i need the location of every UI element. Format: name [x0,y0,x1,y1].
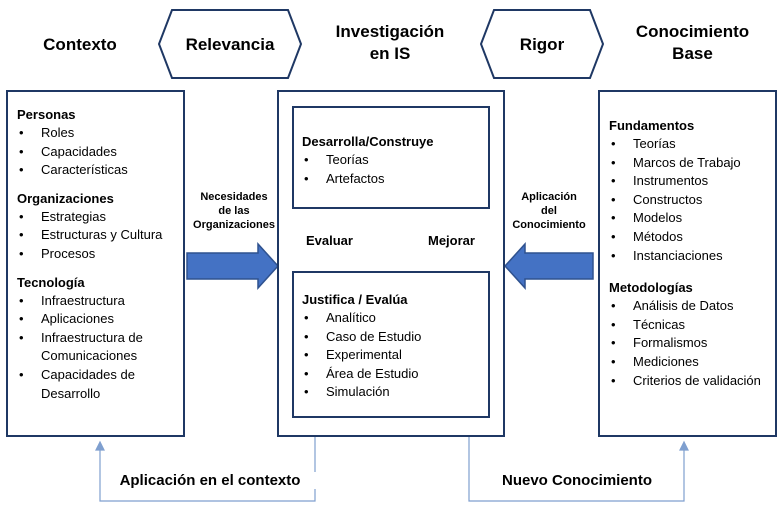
list-item: Infraestructura de Comunicaciones [17,329,175,366]
conocimiento-line2: Base [672,44,713,63]
aplicacion-conocimiento-line1: Aplicación [521,191,577,203]
list-item: Constructos [609,191,769,210]
list-item: Estructuras y Cultura [17,226,175,245]
list-item: Experimental [302,346,480,365]
conocimiento-box: Fundamentos Teorías Marcos de Trabajo In… [598,90,777,437]
evaluar-label: Evaluar [306,233,353,248]
investigacion-title: Investigación en IS [310,21,470,65]
list-item: Caso de Estudio [302,328,480,347]
contexto-title: Contexto [43,35,117,54]
list-item: Capacidades [17,143,175,162]
necesidades-line2: de las [218,205,250,217]
conocimiento-line1: Conocimiento [635,22,750,41]
rigor-hexagon [479,9,605,79]
list-item: Criterios de validación [609,372,769,391]
personas-heading: Personas [17,107,76,122]
desarrolla-list: Teorías Artefactos [302,151,480,188]
aplicacion-conocimiento-line2: del [541,205,557,217]
organizaciones-list: Estrategias Estructuras y Cultura Proces… [17,208,175,264]
list-item: Modelos [609,209,769,228]
list-item: Estrategias [17,208,175,227]
desarrolla-box: Desarrolla/Construye Teorías Artefactos [292,106,490,209]
list-item: Infraestructura [17,292,175,311]
tecnologia-list: Infraestructura Aplicaciones Infraestruc… [17,292,175,404]
tecnologia-heading: Tecnología [17,274,85,290]
list-item: Capacidades de Desarrollo [17,366,175,403]
justifica-box: Justifica / Evalúa Analítico Caso de Est… [292,271,490,418]
bottom-left-line [95,437,316,502]
list-item: Roles [17,124,175,143]
list-item: Simulación [302,383,480,402]
list-item: Analítico [302,309,480,328]
list-item: Teorías [609,135,769,154]
desarrolla-heading: Desarrolla/Construye [302,134,434,149]
conocimiento-title: Conocimiento Base [610,21,775,65]
contexto-box: Personas Roles Capacidades Característic… [6,90,185,437]
organizaciones-heading: Organizaciones [17,190,114,206]
relevancia-hexagon [157,9,303,79]
list-item: Métodos [609,228,769,247]
list-item: Formalismos [609,334,769,353]
list-item: Mediciones [609,353,769,372]
relevancia-label: Relevancia [185,35,275,54]
necesidades-line1: Necesidades [200,191,268,203]
list-item: Técnicas [609,316,769,335]
aplicacion-conocimiento-line3: Conocimiento [512,219,586,231]
list-item: Marcos de Trabajo [609,154,769,173]
fundamentos-list: Teorías Marcos de Trabajo Instrumentos C… [609,135,769,265]
list-item: Aplicaciones [17,310,175,329]
metodologias-list: Análisis de Datos Técnicas Formalismos M… [609,297,769,390]
investigacion-line1: Investigación [335,22,445,41]
list-item: Instrumentos [609,172,769,191]
arrow-right-block [186,242,280,290]
list-item: Análisis de Datos [609,297,769,316]
list-item: Procesos [17,245,175,264]
necesidades-label: Necesidades de las Organizaciones [184,190,284,232]
justifica-heading: Justifica / Evalúa [302,292,408,307]
aplicacion-conocimiento-label: Aplicación del Conocimiento [500,190,598,232]
list-item: Teorías [302,151,480,170]
personas-list: Roles Capacidades Características [17,124,175,180]
list-item: Artefactos [302,170,480,189]
aplicacion-contexto-label: Aplicación en el contexto [104,472,316,489]
nuevo-conocimiento-label: Nuevo Conocimiento [482,472,672,489]
arrow-left-block [503,242,594,290]
metodologias-heading: Metodologías [609,280,693,296]
investigacion-line2: en IS [369,44,411,63]
rigor-label: Rigor [519,35,565,54]
bottom-right-line [468,437,689,502]
justifica-list: Analítico Caso de Estudio Experimental Á… [302,309,480,402]
list-item: Características [17,161,175,180]
list-item: Instanciaciones [609,247,769,266]
fundamentos-heading: Fundamentos [609,118,695,133]
mejorar-label: Mejorar [428,233,475,248]
list-item: Área de Estudio [302,365,480,384]
necesidades-line3: Organizaciones [193,219,275,231]
